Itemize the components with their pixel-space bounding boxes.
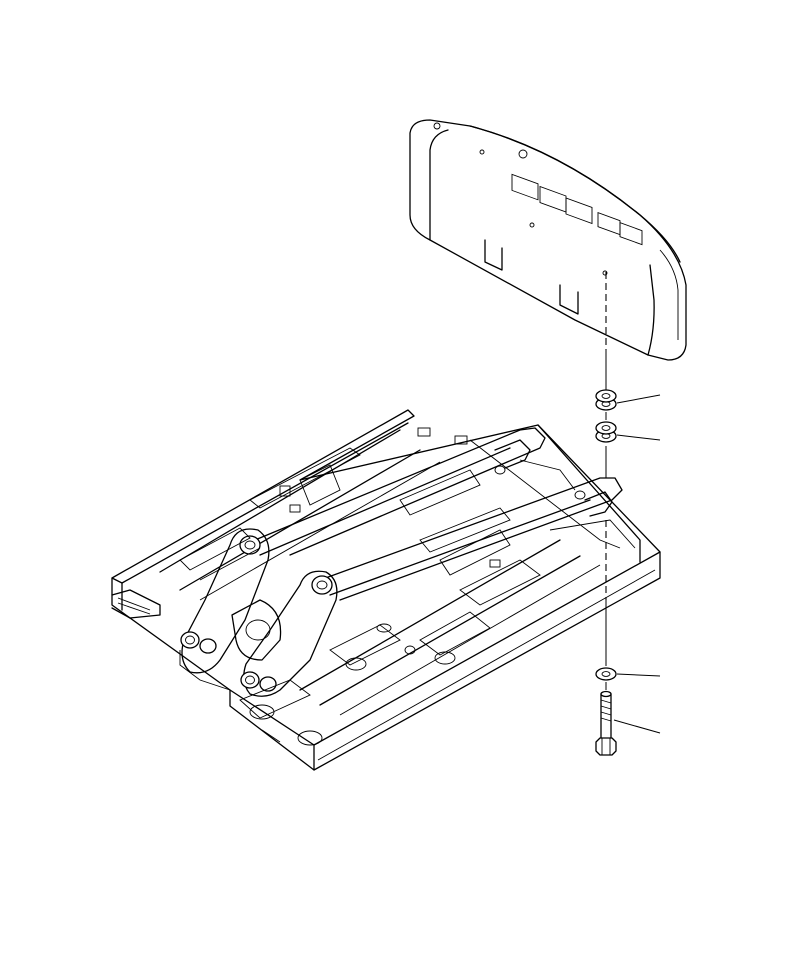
washer-upper-2 <box>595 421 617 443</box>
leader-lines <box>613 394 661 734</box>
boom-mounts <box>179 528 338 697</box>
washer-upper-1 <box>595 389 617 411</box>
counterweight-details <box>433 122 643 276</box>
frame <box>111 409 661 771</box>
bolt <box>595 690 617 756</box>
frame-floor-details <box>179 427 636 746</box>
counterweight <box>409 119 687 361</box>
washer-lower <box>595 667 617 681</box>
